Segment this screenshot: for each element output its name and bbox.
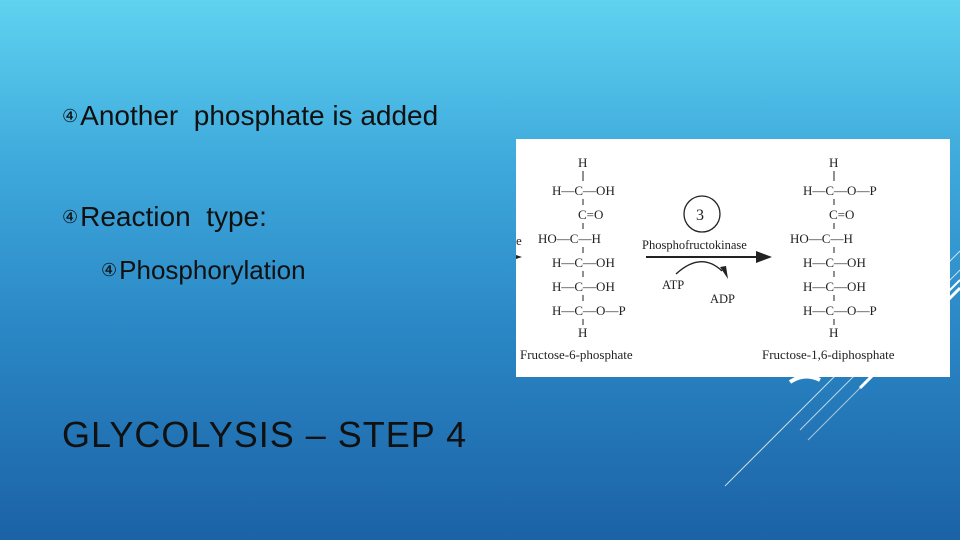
reaction-diagram: e H H—C—OH C=O HO—C—H H—C—OH H—C—OH H—C—…: [516, 139, 950, 377]
left-row: H—C—OH: [552, 255, 615, 270]
right-bottom-h: H: [829, 325, 838, 340]
left-row: H—C—O—P: [552, 303, 626, 318]
step-number-circle: [683, 195, 721, 233]
bullet-text: Another phosphate is added: [80, 100, 439, 131]
right-molecule-name: Fructose-1,6-diphosphate: [762, 347, 895, 362]
bullet-text: Reaction type:: [80, 201, 267, 232]
right-row: H—C—O—P: [803, 183, 877, 198]
left-row: H—C—OH: [552, 279, 615, 294]
step-number: 3: [696, 207, 704, 224]
bullet-marker: ④: [62, 207, 79, 227]
bullet-reaction-type: ④Reaction type:: [62, 201, 267, 233]
left-row: C=O: [578, 207, 603, 222]
cofactor-out: ADP: [710, 292, 735, 306]
left-molecule-name: Fructose-6-phosphate: [520, 347, 633, 362]
bullet-text: Phosphorylation: [119, 255, 306, 285]
left-row: HO—C—H: [538, 231, 601, 246]
right-row: C=O: [829, 207, 854, 222]
sub-bullet-phosphorylation: ④Phosphorylation: [101, 254, 306, 286]
bullet-marker: ④: [62, 106, 79, 126]
bullet-marker: ④: [101, 260, 118, 280]
left-bottom-h: H: [578, 325, 587, 340]
left-molecule: H H—C—OH C=O HO—C—H H—C—OH H—C—OH H—C—O—…: [520, 155, 633, 362]
right-row: HO—C—H: [790, 231, 853, 246]
right-row: H—C—OH: [803, 255, 866, 270]
edge-glyph: e: [516, 233, 522, 248]
reaction-arrowhead: [756, 251, 772, 263]
slide-title: GLYCOLYSIS – STEP 4: [62, 414, 468, 455]
bullet-phosphate-added: ④Another phosphate is added: [62, 100, 438, 132]
enzyme-label: Phosphofructokinase: [642, 238, 747, 252]
left-row: H—C—OH: [552, 183, 615, 198]
right-row: H—C—O—P: [803, 303, 877, 318]
left-top-h: H: [578, 155, 587, 170]
right-molecule: H H—C—O—P C=O HO—C—H H—C—OH H—C—OH H—C—O…: [762, 155, 895, 362]
right-top-h: H: [829, 155, 838, 170]
right-row: H—C—OH: [803, 279, 866, 294]
cofactor-in: ATP: [662, 278, 684, 292]
cofactor-arrow: [675, 261, 723, 275]
